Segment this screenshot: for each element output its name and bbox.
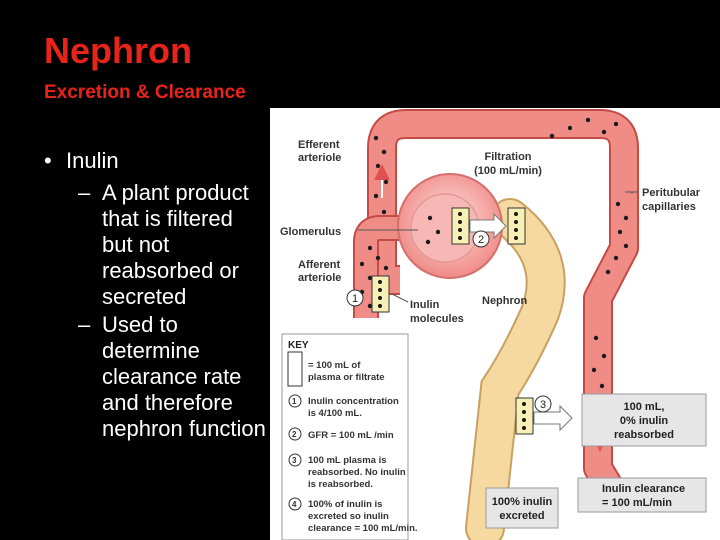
tubule-sample-box (515, 397, 534, 435)
key-item-text: Inulin concentration (308, 396, 399, 407)
reabsorbed-text: 0% inulin (620, 415, 669, 427)
bullet-list: • Inulin – A plant product that is filte… (44, 148, 269, 444)
clearance-text: = 100 mL/min (602, 497, 672, 509)
excreted-text: excreted (499, 510, 544, 522)
bullet-dot-icon: • (44, 148, 52, 173)
clearance-text: Inulin clearance (602, 483, 685, 495)
key-heading: KEY (288, 340, 309, 351)
sub-bullet-item: – Used to determine clearance rate and t… (44, 312, 269, 442)
key-box-note: = 100 mL of (308, 360, 361, 371)
step-1-icon (346, 289, 364, 307)
step-number: 2 (478, 234, 484, 246)
key-step-4-icon (288, 497, 302, 511)
peritubular-label: capillaries (642, 201, 696, 213)
reabsorbed-text: 100 mL, (624, 401, 665, 413)
inulin-leader (391, 293, 409, 303)
filtration-label: (100 mL/min) (474, 165, 542, 177)
key-step-number: 3 (292, 456, 297, 465)
step-2-icon (472, 230, 490, 248)
step-3-icon (534, 395, 552, 413)
efferent-label: Efferent (298, 139, 340, 151)
slide-subtitle: Excretion & Clearance (44, 82, 246, 103)
reabsorbed-box (581, 393, 707, 447)
key-item-text: is reabsorbed. (308, 479, 373, 490)
filtration-label: Filtration (484, 151, 531, 163)
key-sample-box-icon (287, 351, 303, 387)
key-step-number: 4 (292, 500, 297, 509)
key-box-note: plasma or filtrate (308, 372, 385, 383)
key-item-text: 100 mL plasma is (308, 455, 387, 466)
key-item-text: reabsorbed. No inulin (308, 467, 406, 478)
plasma-sample-box (371, 275, 390, 313)
key-step-3-icon (288, 453, 302, 467)
nephron-label: Nephron (482, 295, 528, 307)
key-step-number: 1 (292, 397, 297, 406)
clearance-box (577, 477, 707, 513)
slide-title: Nephron (44, 30, 192, 71)
nephron-clearance-diagram: 1 2 3 4 Efferent arteriole Filtration (1… (270, 108, 720, 540)
key-item-text: GFR = 100 mL /min (308, 430, 394, 441)
reabsorbed-text: reabsorbed (614, 429, 674, 441)
inulin-dots (359, 117, 629, 403)
key-item-text: excreted so inulin (308, 511, 389, 522)
dash-icon: – (78, 312, 91, 337)
key-panel (281, 333, 409, 540)
step-number: 3 (540, 399, 546, 411)
bullet-item: • Inulin (44, 148, 269, 174)
key-item-text: is 4/100 mL. (308, 408, 362, 419)
filtrate-sample-box (451, 207, 470, 245)
key-item-text: 100% of inulin is (308, 499, 382, 510)
sub-bullet-text: A plant product that is filtered but not… (102, 180, 249, 309)
inulin-label: Inulin (410, 299, 440, 311)
efferent-label: arteriole (298, 152, 341, 164)
glomerulus-label: Glomerulus (280, 226, 341, 238)
excreted-text: 100% inulin (492, 496, 553, 508)
key-step-number: 2 (292, 430, 297, 439)
nephron-tubule (467, 200, 564, 540)
step-number: 1 (352, 293, 358, 305)
peritubular-capillary (369, 111, 637, 495)
bullet-text: Inulin (66, 148, 119, 173)
key-item-text: clearance = 100 mL/min. (308, 523, 418, 534)
excreted-box (485, 487, 559, 529)
key-step-2-icon (288, 427, 302, 441)
afferent-label: Afferent (298, 259, 341, 271)
dash-icon: – (78, 180, 91, 205)
afferent-arteriole (355, 217, 440, 318)
peritubular-label: Peritubular (642, 187, 701, 199)
key-step-1-icon (288, 394, 302, 408)
afferent-label: arteriole (298, 272, 341, 284)
sub-bullet-text: Used to determine clearance rate and the… (102, 312, 266, 441)
sub-bullet-item: – A plant product that is filtered but n… (44, 180, 269, 310)
inulin-label: molecules (410, 313, 464, 325)
filtrate-sample-box (507, 207, 526, 245)
